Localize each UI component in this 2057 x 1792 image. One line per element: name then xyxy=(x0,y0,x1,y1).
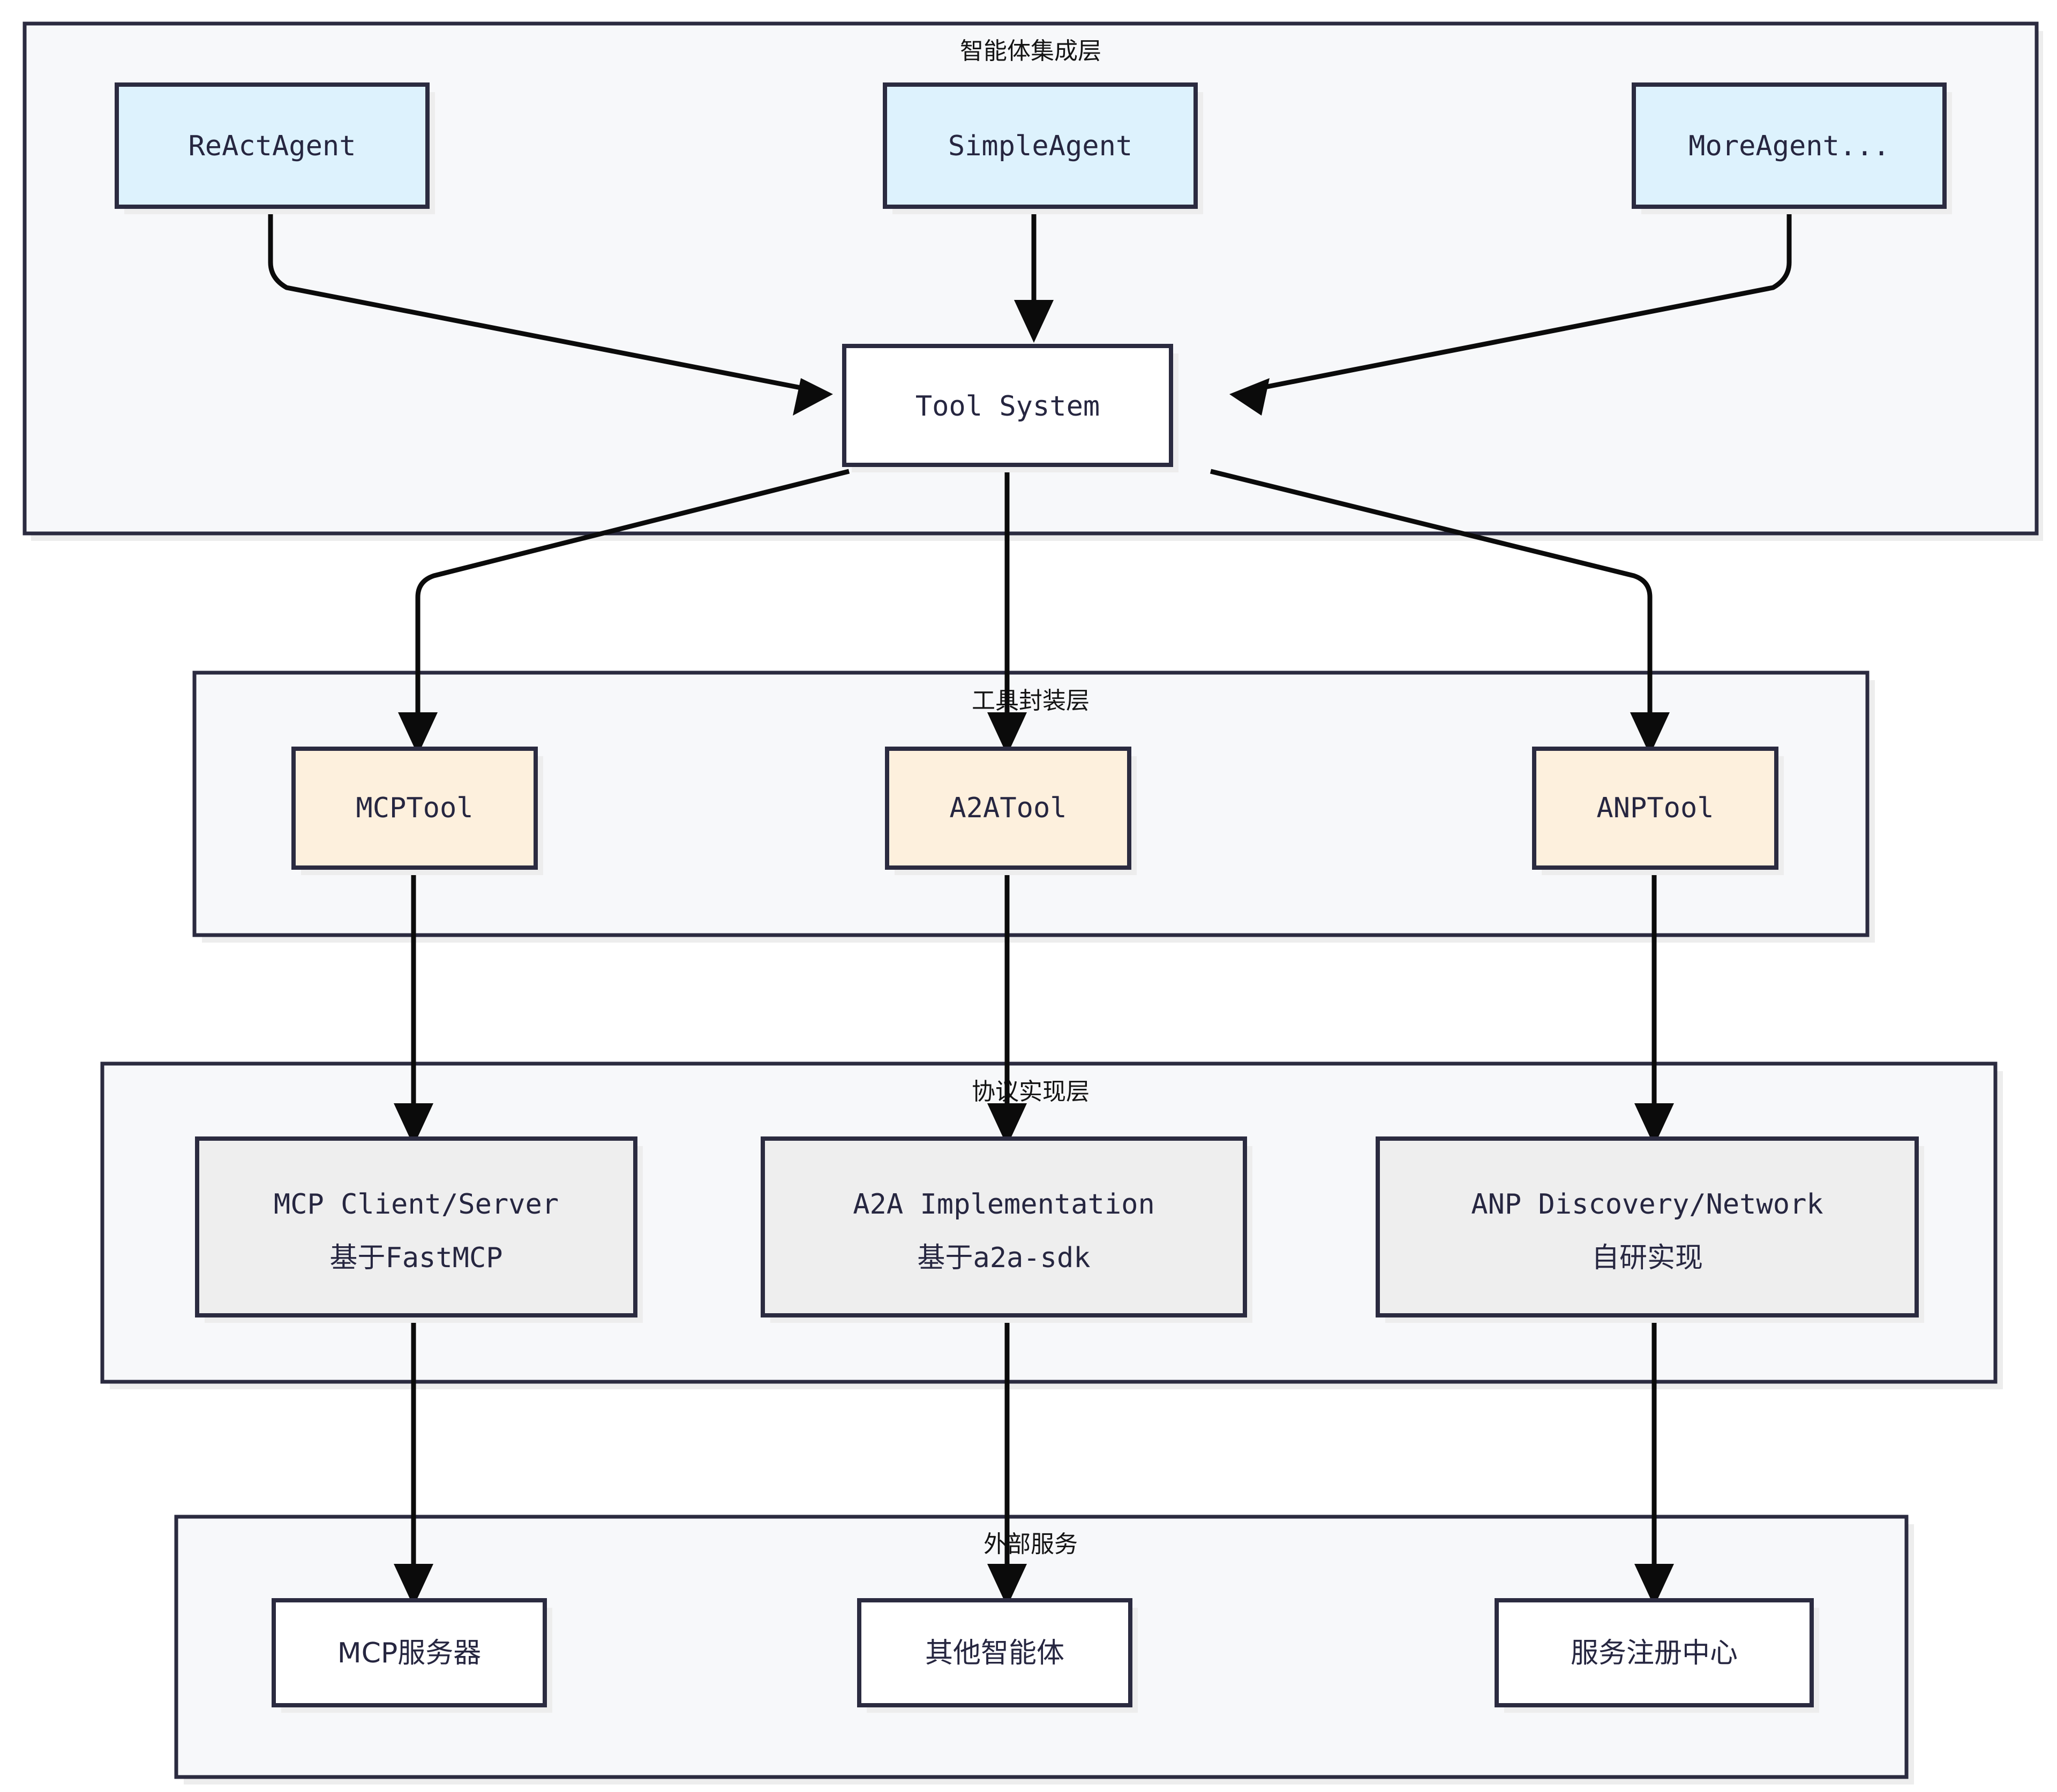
node-other-agents-rect[interactable] xyxy=(857,1598,1132,1707)
arrowhead xyxy=(793,378,833,416)
arrowhead xyxy=(1634,1564,1674,1607)
arrowhead xyxy=(987,1564,1027,1607)
node-a2a-impl-rect[interactable] xyxy=(761,1136,1247,1317)
node-a2a-tool-rect[interactable] xyxy=(885,747,1131,870)
edge-mcp-tool-to-mcp-impl xyxy=(394,862,433,1146)
edge-a2a-tool-to-a2a-impl xyxy=(987,862,1027,1146)
node-label-other-agents: 其他智能体 xyxy=(925,1637,1064,1669)
node-more-agent-rect[interactable] xyxy=(1632,82,1947,209)
cluster-label-tool-encapsulation: 工具封装层 xyxy=(972,687,1090,714)
node-mcp-server-rect[interactable] xyxy=(272,1598,547,1707)
node-service-registry[interactable]: 服务注册中心 xyxy=(1495,1598,1819,1713)
node-anp-impl-rect[interactable] xyxy=(1376,1136,1919,1317)
edge-anp-impl-to-service-registry xyxy=(1634,1317,1674,1607)
edge-tool-system-to-mcp-tool xyxy=(398,469,850,755)
edge-more-agent-to-tool-system xyxy=(1229,209,1792,416)
arrowhead xyxy=(398,712,438,755)
node-label-tool-system: Tool System xyxy=(915,390,1100,423)
edge-tool-system-to-a2a-tool xyxy=(987,471,1027,755)
edge-simple-agent-to-tool-system xyxy=(1014,209,1054,343)
node-react-agent-rect[interactable] xyxy=(115,82,430,209)
edge-tool-system-to-anp-tool xyxy=(1210,469,1670,755)
node-label-a2a-impl-line1: A2A Implementation xyxy=(853,1188,1155,1221)
node-service-registry-rect[interactable] xyxy=(1495,1598,1814,1707)
node-label-mcp-tool: MCPTool xyxy=(356,792,473,824)
edge-a2a-impl-to-other-agents xyxy=(987,1317,1027,1607)
node-label-react-agent: ReActAgent xyxy=(188,130,356,162)
edge-anp-tool-to-anp-impl xyxy=(1634,862,1674,1146)
arrowhead xyxy=(987,1103,1027,1146)
node-label-mcp-server: MCP服务器 xyxy=(337,1637,482,1669)
cluster-label-protocol-implementation: 协议实现层 xyxy=(972,1078,1090,1105)
arrowhead xyxy=(1634,1103,1674,1146)
edges xyxy=(268,209,1792,1607)
node-anp-tool[interactable]: ANPTool xyxy=(1532,747,1784,875)
node-label-anp-tool: ANPTool xyxy=(1596,792,1714,824)
cluster-label-agent-integration: 智能体集成层 xyxy=(960,37,1101,65)
edge-react-agent-to-tool-system xyxy=(268,209,833,416)
node-label-mcp-impl-line1: MCP Client/Server xyxy=(274,1188,559,1221)
node-other-agents[interactable]: 其他智能体 xyxy=(857,1598,1138,1713)
node-label-simple-agent: SimpleAgent xyxy=(948,130,1132,162)
node-tool-system[interactable]: Tool System xyxy=(842,344,1178,472)
node-label-mcp-impl-line2: 基于FastMCP xyxy=(329,1242,502,1274)
node-mcp-impl[interactable]: MCP Client/Server 基于FastMCP xyxy=(195,1136,643,1323)
arrowhead xyxy=(1229,378,1270,416)
arrowhead xyxy=(394,1103,433,1146)
node-simple-agent-rect[interactable] xyxy=(883,82,1198,209)
node-anp-tool-rect[interactable] xyxy=(1532,747,1778,870)
node-a2a-tool[interactable]: A2ATool xyxy=(885,747,1137,875)
node-label-service-registry: 服务注册中心 xyxy=(1571,1637,1738,1669)
node-anp-impl[interactable]: ANP Discovery/Network 自研实现 xyxy=(1376,1136,1924,1323)
node-react-agent[interactable]: ReActAgent xyxy=(115,82,435,214)
node-mcp-server[interactable]: MCP服务器 xyxy=(272,1598,552,1713)
arrowhead xyxy=(1014,300,1054,343)
node-simple-agent[interactable]: SimpleAgent xyxy=(883,82,1203,214)
node-a2a-impl[interactable]: A2A Implementation 基于a2a-sdk xyxy=(761,1136,1252,1323)
arrowhead xyxy=(1630,712,1670,755)
cluster-label-external-services: 外部服务 xyxy=(984,1531,1078,1558)
node-more-agent[interactable]: MoreAgent... xyxy=(1632,82,1952,214)
node-mcp-tool[interactable]: MCPTool xyxy=(291,747,543,875)
node-tool-system-rect[interactable] xyxy=(842,344,1173,467)
arrowhead xyxy=(987,712,1027,755)
node-label-more-agent: MoreAgent... xyxy=(1688,130,1890,162)
node-label-a2a-tool: A2ATool xyxy=(949,792,1067,824)
node-label-anp-impl-line2: 自研实现 xyxy=(1591,1242,1703,1274)
node-mcp-tool-rect[interactable] xyxy=(291,747,538,870)
node-label-a2a-impl-line2: 基于a2a-sdk xyxy=(917,1242,1090,1274)
edge-mcp-impl-to-mcp-server xyxy=(394,1317,433,1607)
arrowhead xyxy=(394,1564,433,1607)
node-label-anp-impl-line1: ANP Discovery/Network xyxy=(1471,1188,1823,1221)
node-mcp-impl-rect[interactable] xyxy=(195,1136,637,1317)
